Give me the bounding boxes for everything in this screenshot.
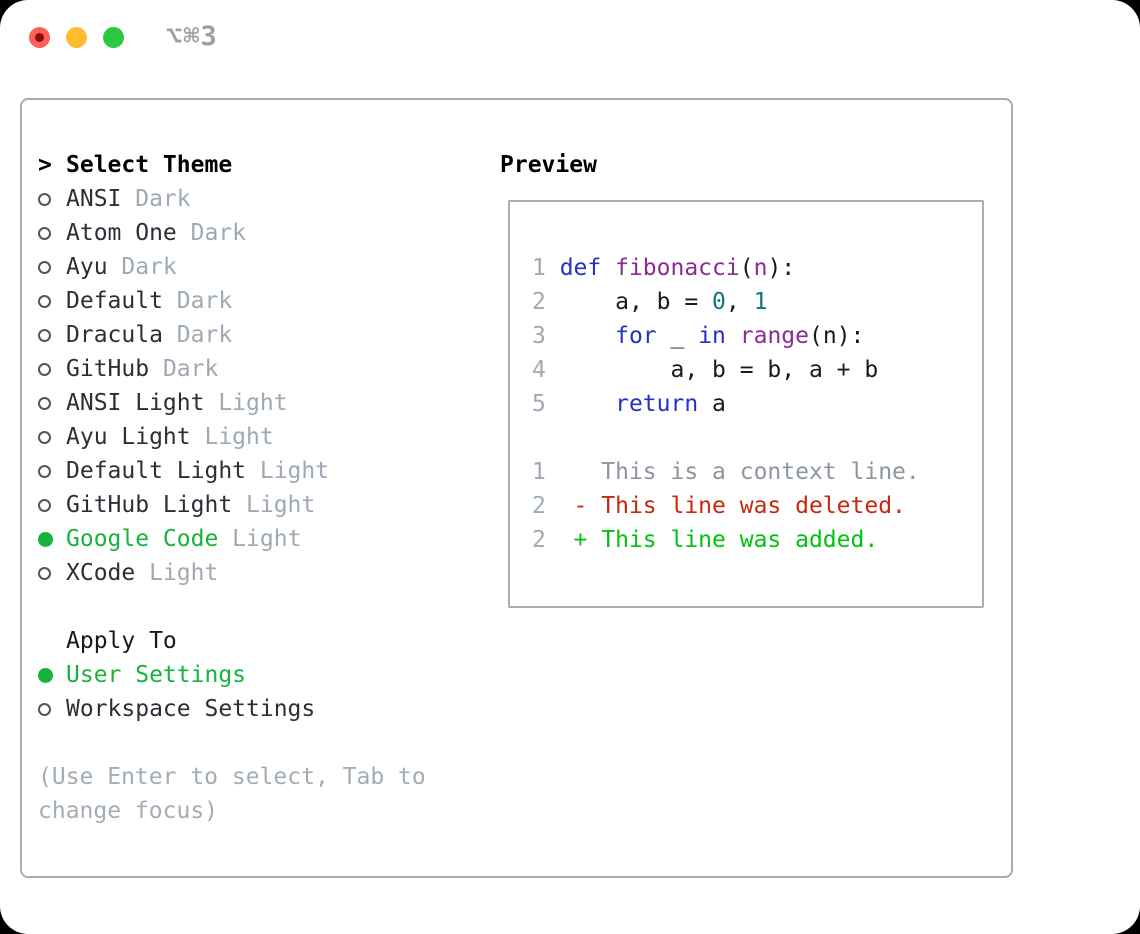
preview-code: 1 def fibonacci(n): 2 a, b = 0, 1 3 for _ … <box>510 202 982 557</box>
variant-label: Light <box>218 526 302 552</box>
preview-line: 2 a, b = 0, 1 <box>532 289 768 315</box>
variant-label: Light <box>204 390 288 416</box>
help-line: (Use Enter to select, Tab to <box>38 764 426 790</box>
keyboard-shortcut-label: ⌥⌘3 <box>166 21 218 52</box>
option-label: ANSI Light <box>66 390 205 416</box>
preview-heading: Preview <box>500 152 597 178</box>
help-line: change focus) <box>38 798 219 824</box>
radio-icon <box>38 430 51 444</box>
option-label: User Settings <box>66 662 247 688</box>
zoom-button[interactable] <box>103 27 124 48</box>
preview-line: 1 def fibonacci(n): <box>532 255 796 281</box>
option-label: Ayu Light <box>66 424 191 450</box>
variant-label: Dark <box>176 220 247 246</box>
selected-radio-icon <box>38 667 53 683</box>
option-label: Google Code <box>66 526 219 552</box>
close-button[interactable] <box>29 27 50 48</box>
radio-icon <box>38 498 51 512</box>
theme-option-default[interactable]: Default Dark <box>38 284 498 318</box>
option-label: XCode <box>66 560 136 586</box>
option-label: Default <box>66 288 163 314</box>
close-dot-icon <box>35 33 44 42</box>
preview-line: 1 This is a context line. <box>532 459 920 485</box>
variant-label: Light <box>246 458 330 484</box>
radio-icon <box>38 362 51 376</box>
option-label: ANSI <box>66 186 122 212</box>
help-text: (Use Enter to select, Tab to change focus… <box>38 760 498 828</box>
radio-icon <box>38 702 51 716</box>
select-theme-heading: Select Theme <box>66 152 233 178</box>
option-label: Ayu <box>66 254 108 280</box>
theme-option-atom-one[interactable]: Atom One Dark <box>38 216 498 250</box>
titlebar: ⌥⌘3 <box>0 0 1140 75</box>
radio-icon <box>38 294 51 308</box>
radio-icon <box>38 192 51 206</box>
preview-line: 3 for _ in range(n): <box>532 323 865 349</box>
theme-option-github[interactable]: GitHub Dark <box>38 352 498 386</box>
variant-label: Light <box>190 424 274 450</box>
option-label: Default Light <box>66 458 247 484</box>
theme-option-ansi[interactable]: ANSI Dark <box>38 182 498 216</box>
theme-option-dracula[interactable]: Dracula Dark <box>38 318 498 352</box>
theme-option-default-light[interactable]: Default Light Light <box>38 454 498 488</box>
variant-label: Light <box>135 560 219 586</box>
selected-radio-icon <box>38 531 53 547</box>
preview-box: 1 def fibonacci(n): 2 a, b = 0, 1 3 for _ … <box>508 200 984 608</box>
option-label: Atom One <box>66 220 177 246</box>
option-label: GitHub <box>66 356 150 382</box>
apply-option-workspace-settings[interactable]: Workspace Settings <box>38 692 498 726</box>
theme-option-ayu[interactable]: Ayu Dark <box>38 250 498 284</box>
option-label: Workspace Settings <box>66 696 316 722</box>
preview-line <box>532 421 982 455</box>
theme-option-ayu-light[interactable]: Ayu Light Light <box>38 420 498 454</box>
theme-option-xcode[interactable]: XCode Light <box>38 556 498 590</box>
spacer-row <box>38 590 498 624</box>
preview-line: 4 a, b = b, a + b <box>532 357 879 383</box>
apply-option-user-settings[interactable]: User Settings <box>38 658 498 692</box>
option-label: Dracula <box>66 322 163 348</box>
apply-to-header-row: Apply To <box>38 624 498 658</box>
variant-label: Dark <box>162 288 233 314</box>
minimize-button[interactable] <box>66 27 87 48</box>
radio-icon <box>38 464 51 478</box>
radio-icon <box>38 328 51 342</box>
variant-label: Dark <box>121 186 191 212</box>
theme-option-google-code[interactable]: Google Code Light <box>38 522 498 556</box>
preview-line: 2 - This line was deleted. <box>532 493 906 519</box>
preview-line: 2 + This line was added. <box>532 527 879 553</box>
preview-line: 5 return a <box>532 391 726 417</box>
prompt-icon: > <box>38 152 52 178</box>
variant-label: Dark <box>107 254 177 280</box>
spacer-row <box>38 726 498 760</box>
radio-icon <box>38 566 51 580</box>
radio-icon <box>38 260 51 274</box>
apply-to-heading: Apply To <box>66 628 177 654</box>
select-theme-header-row: > Select Theme <box>38 148 498 182</box>
theme-option-ansi-light[interactable]: ANSI Light Light <box>38 386 498 420</box>
variant-label: Dark <box>162 322 233 348</box>
radio-icon <box>38 226 51 240</box>
radio-icon <box>38 396 51 410</box>
option-label: GitHub Light <box>66 492 233 518</box>
variant-label: Dark <box>149 356 219 382</box>
theme-option-github-light[interactable]: GitHub Light Light <box>38 488 498 522</box>
variant-label: Light <box>232 492 316 518</box>
